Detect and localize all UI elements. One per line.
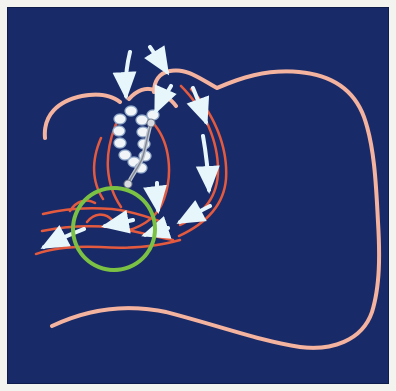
mouth-outline: [45, 95, 120, 138]
device-node-bottom: [124, 180, 132, 188]
teeth-cluster: [113, 106, 159, 173]
tooth: [114, 138, 126, 148]
airflow-arrows: [44, 47, 210, 247]
tooth: [113, 126, 125, 136]
airflow-arrow: [105, 220, 133, 226]
larynx-line: [87, 215, 112, 222]
airflow-arrow: [126, 52, 130, 96]
airway-diagram: [8, 8, 389, 384]
airflow-arrow: [157, 183, 158, 210]
tooth: [114, 114, 126, 124]
device-node-top: [147, 119, 155, 127]
diagram-panel: [7, 7, 389, 384]
airflow-arrow: [203, 136, 209, 190]
tooth: [136, 115, 148, 125]
airflow-arrow: [150, 47, 167, 72]
tooth: [125, 106, 137, 116]
